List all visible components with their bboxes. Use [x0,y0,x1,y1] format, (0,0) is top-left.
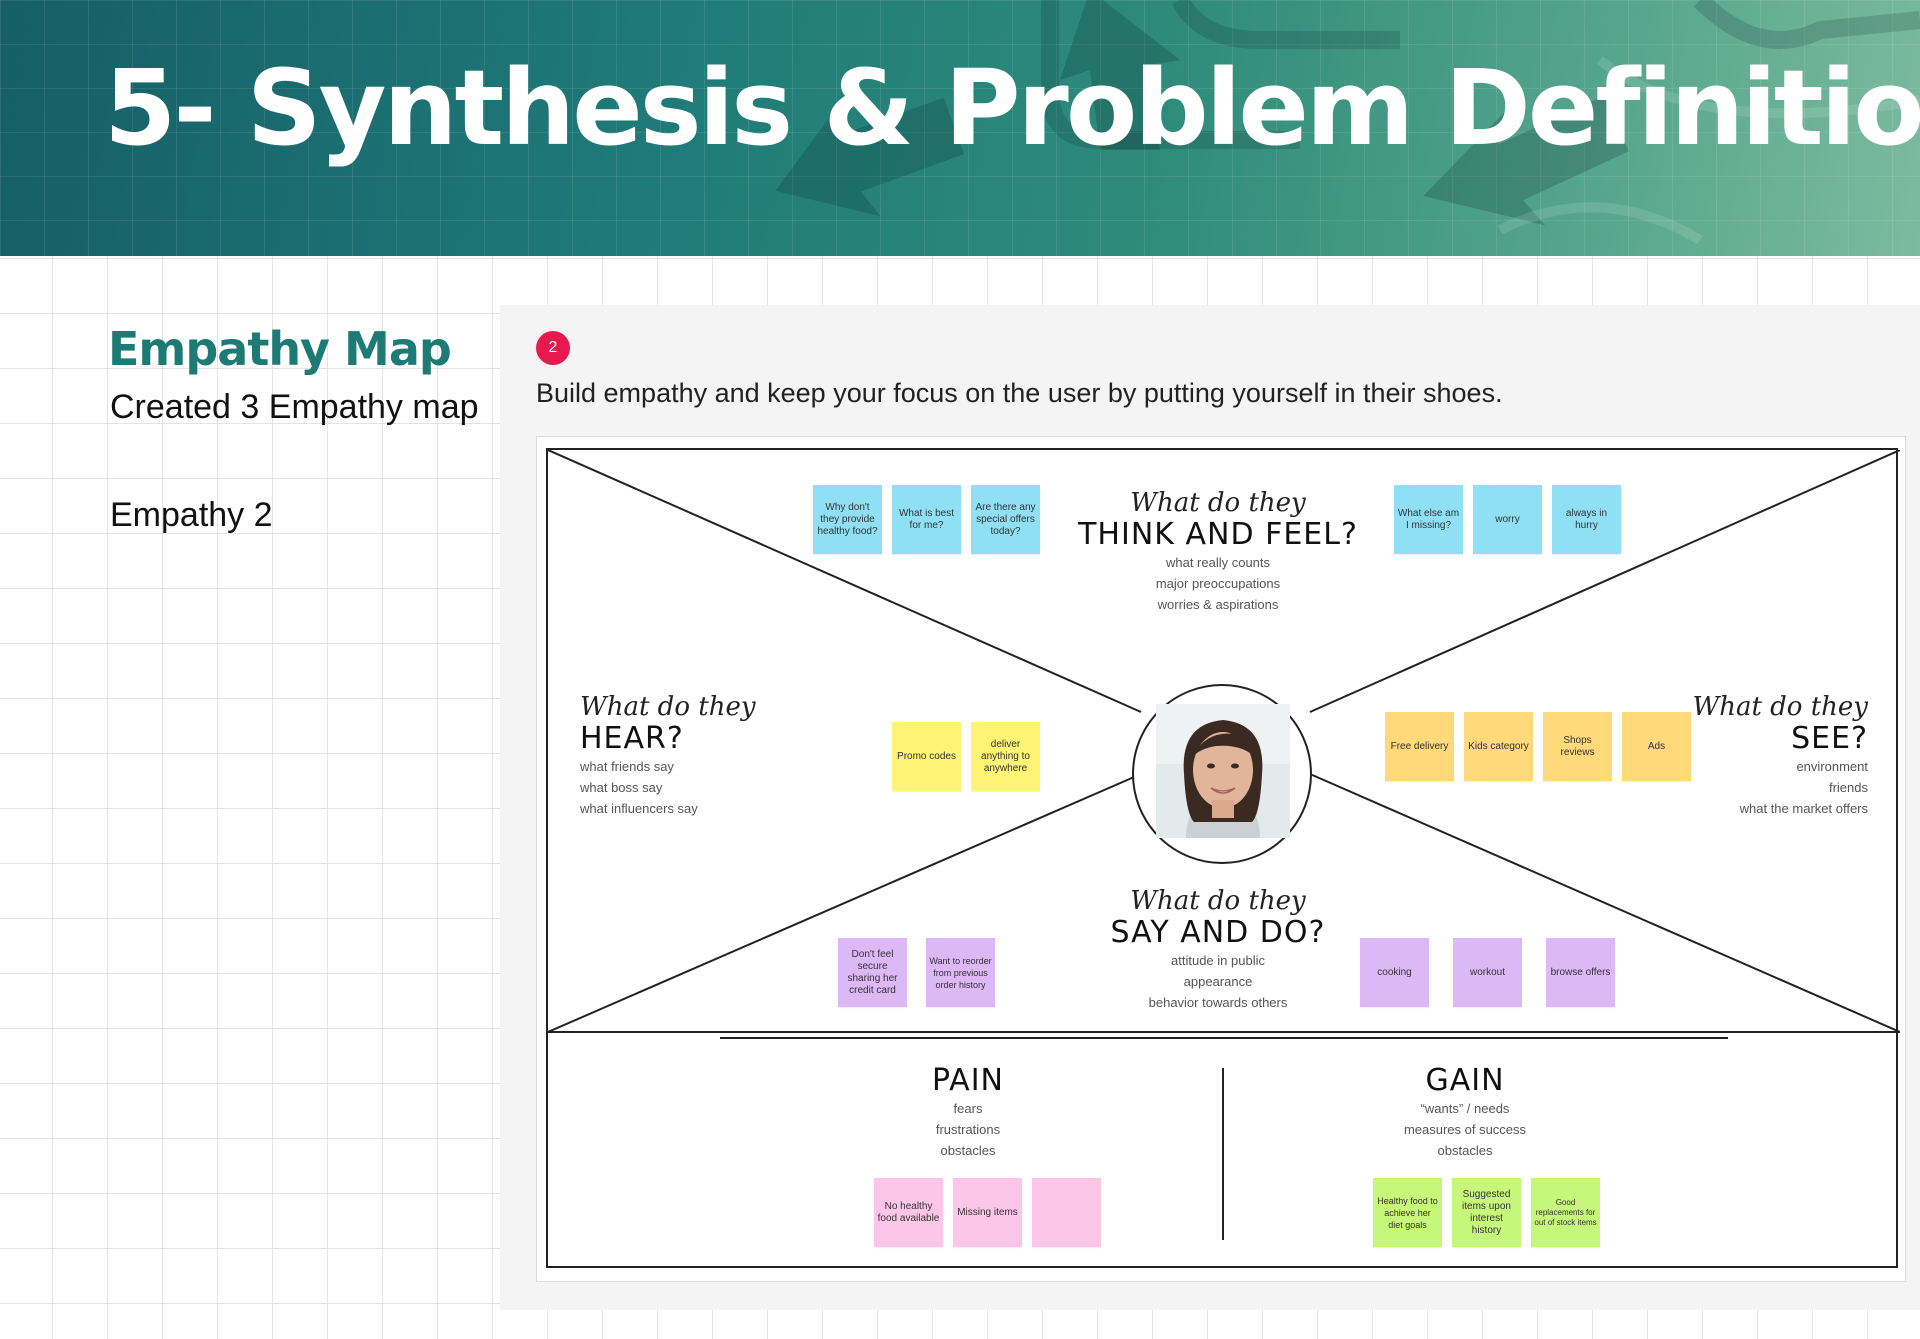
hear-line-1: what friends say [580,759,674,774]
sticky-note[interactable]: No healthy food available [874,1178,943,1247]
sticky-note[interactable]: Free delivery [1385,712,1454,781]
pain-heading: PAIN [932,1063,1004,1098]
sticky-note[interactable]: Are there any special offers today? [971,485,1040,554]
gain-section: GAIN “wants” / needs measures of success… [1335,1064,1595,1161]
sticky-note[interactable]: browse offers [1546,938,1615,1007]
see-heading: SEE? [1791,721,1868,756]
sticky-note[interactable]: worry [1473,485,1542,554]
gain-heading: GAIN [1425,1063,1505,1098]
sticky-note[interactable]: Want to reorder from previous order hist… [926,938,995,1007]
gain-line-3: obstacles [1437,1143,1493,1158]
sticky-note[interactable]: What is best for me? [892,485,961,554]
sticky-note[interactable]: Healthy food to achieve her diet goals [1373,1178,1442,1247]
sticky-note[interactable]: Don't feel secure sharing her credit car… [838,938,907,1007]
sticky-note[interactable]: Good replacements for out of stock items [1531,1178,1600,1247]
sticky-note[interactable]: Suggested items upon interest history [1452,1178,1521,1247]
page-title: 5- Synthesis & Problem Definition [104,47,1920,169]
sticky-note[interactable]: Shops reviews [1543,712,1612,781]
think-line-2: major preoccupations [1155,576,1281,591]
sticky-note[interactable]: What else am I missing? [1394,485,1463,554]
see-line-3: what the market offers [1739,801,1868,816]
step-badge: 2 [536,331,570,365]
say-script-label: What do they [1130,886,1306,916]
say-line-3: behavior towards others [1148,995,1288,1010]
pain-line-2: frustrations [935,1122,1001,1137]
pain-line-3: obstacles [940,1143,996,1158]
hear-line-2: what boss say [580,780,663,795]
gain-line-2: measures of success [1403,1122,1527,1137]
hear-section: What do they HEAR? what friends say what… [580,692,780,819]
banner-arrows-decoration [775,0,1920,245]
say-do-section: What do they SAY AND DO? attitude in pub… [1068,886,1368,1013]
user-photo-icon [1156,704,1290,838]
hear-script-label: What do they [580,692,756,722]
say-line-2: appearance [1183,974,1253,989]
sticky-note[interactable]: always in hurry [1552,485,1621,554]
sticky-note[interactable]: Missing items [953,1178,1022,1247]
hear-heading: HEAR? [580,721,684,756]
section-title: Empathy Map [108,322,452,376]
sticky-note[interactable]: Ads [1622,712,1691,781]
sticky-note[interactable]: Promo codes [892,722,961,791]
pain-line-1: fears [953,1101,983,1116]
think-line-1: what really counts [1165,555,1271,570]
banner-grid-pattern [0,0,1920,256]
think-line-3: worries & aspirations [1157,597,1279,612]
header-banner: 5- Synthesis & Problem Definition [0,0,1920,256]
avatar [1156,704,1290,838]
sticky-note[interactable]: Kids category [1464,712,1533,781]
see-line-1: environment [1796,759,1868,774]
think-script-label: What do they [1130,488,1306,518]
section-subtitle: Created 3 Empathy map [110,388,479,426]
pain-section: PAIN fears frustrations obstacles [848,1064,1088,1161]
sticky-note[interactable]: Why don't they provide healthy food? [813,485,882,554]
say-heading: SAY AND DO? [1110,915,1326,950]
see-script-label: What do they [1692,692,1868,722]
sticky-note[interactable]: deliver anything to anywhere [971,722,1040,791]
gain-line-1: “wants” / needs [1420,1101,1510,1116]
card-description: Build empathy and keep your focus on the… [536,378,1503,408]
sticky-note[interactable]: cooking [1360,938,1429,1007]
hear-line-3: what influencers say [580,801,698,816]
sticky-note[interactable] [1032,1178,1101,1247]
empathy-map-board: What do they THINK AND FEEL? what really… [546,448,1900,1268]
think-feel-section: What do they THINK AND FEEL? what really… [1068,488,1368,615]
think-heading: THINK AND FEEL? [1078,517,1358,552]
empathy-item-label: Empathy 2 [110,496,273,534]
see-section: What do they SEE? environment friends wh… [1588,692,1868,819]
say-line-1: attitude in public [1171,953,1265,968]
board-diagonal-lines [548,450,1900,1240]
sticky-note[interactable]: workout [1453,938,1522,1007]
see-line-2: friends [1828,780,1868,795]
